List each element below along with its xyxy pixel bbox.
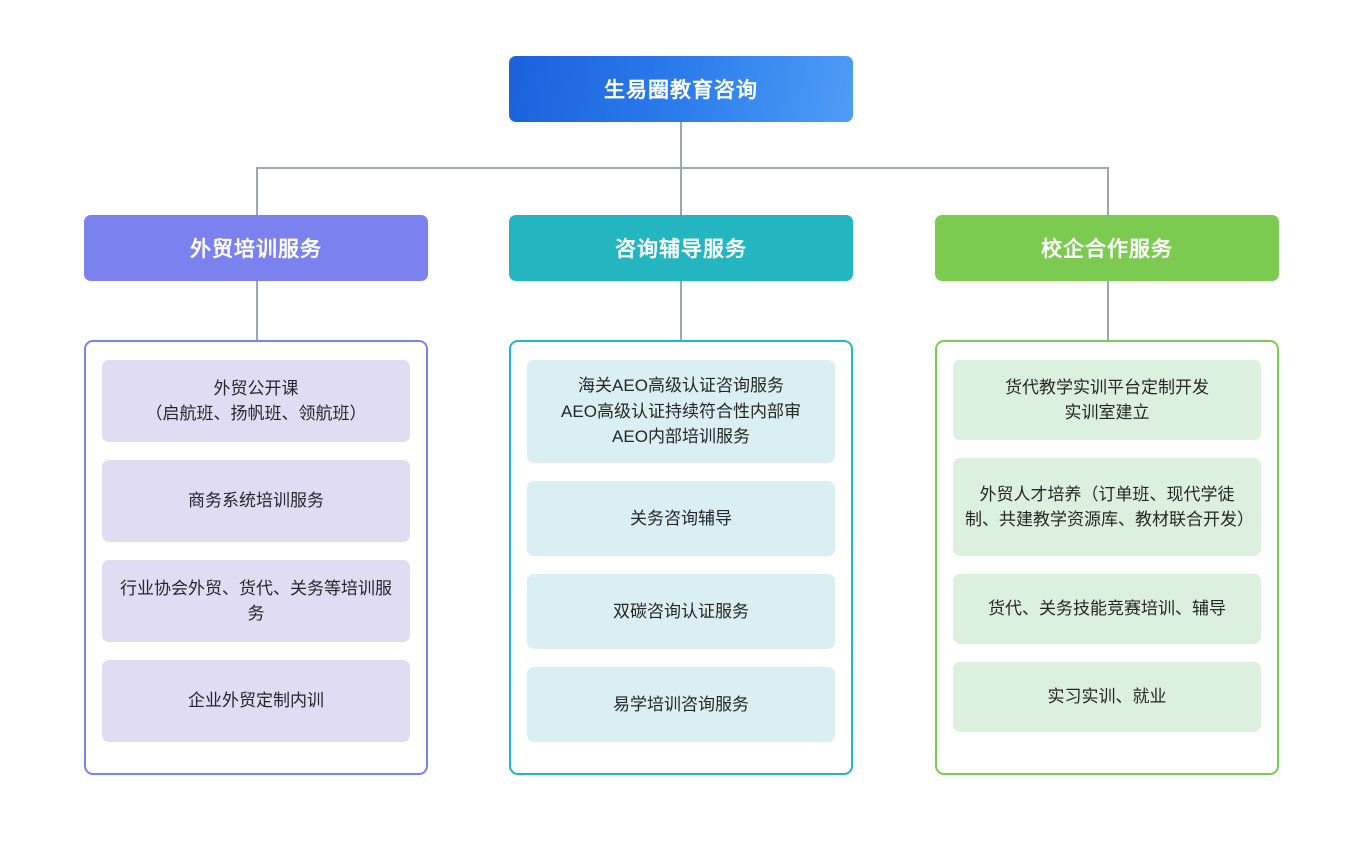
connector-bus-to-col-3 <box>1107 167 1109 215</box>
connector-col-1-to-group <box>256 281 258 340</box>
connector-bus-to-col-2 <box>680 167 682 215</box>
branch-header-xiaoqi-hezuo[interactable]: 校企合作服务 <box>935 215 1279 281</box>
branch-group-xiaoqi-hezuo: 货代教学实训平台定制开发 实训室建立 外贸人才培养（订单班、现代学徒制、共建教学… <box>935 340 1279 775</box>
connector-col-2-to-group <box>680 281 682 340</box>
leaf-card[interactable]: 货代、关务技能竞赛培训、辅导 <box>953 574 1261 644</box>
leaf-card[interactable]: 货代教学实训平台定制开发 实训室建立 <box>953 360 1261 440</box>
leaf-card[interactable]: 外贸人才培养（订单班、现代学徒制、共建教学资源库、教材联合开发） <box>953 458 1261 556</box>
connector-root-down <box>680 122 682 168</box>
leaf-card[interactable]: 商务系统培训服务 <box>102 460 410 542</box>
leaf-card[interactable]: 实习实训、就业 <box>953 662 1261 732</box>
branch-header-waimao-peixun[interactable]: 外贸培训服务 <box>84 215 428 281</box>
leaf-card[interactable]: 双碳咨询认证服务 <box>527 574 835 649</box>
leaf-card[interactable]: 行业协会外贸、货代、关务等培训服务 <box>102 560 410 642</box>
branch-group-zixun-fudao: 海关AEO高级认证咨询服务 AEO高级认证持续符合性内部审 AEO内部培训服务 … <box>509 340 853 775</box>
connector-bus-to-col-1 <box>256 167 258 215</box>
branch-group-waimao-peixun: 外贸公开课 （启航班、扬帆班、领航班） 商务系统培训服务 行业协会外贸、货代、关… <box>84 340 428 775</box>
connector-col-3-to-group <box>1107 281 1109 340</box>
leaf-card[interactable]: 海关AEO高级认证咨询服务 AEO高级认证持续符合性内部审 AEO内部培训服务 <box>527 360 835 463</box>
branch-header-zixun-fudao[interactable]: 咨询辅导服务 <box>509 215 853 281</box>
leaf-card[interactable]: 外贸公开课 （启航班、扬帆班、领航班） <box>102 360 410 442</box>
connector-bus <box>256 167 1108 169</box>
leaf-card[interactable]: 关务咨询辅导 <box>527 481 835 556</box>
root-node[interactable]: 生易圈教育咨询 <box>509 56 853 122</box>
leaf-card[interactable]: 企业外贸定制内训 <box>102 660 410 742</box>
leaf-card[interactable]: 易学培训咨询服务 <box>527 667 835 742</box>
